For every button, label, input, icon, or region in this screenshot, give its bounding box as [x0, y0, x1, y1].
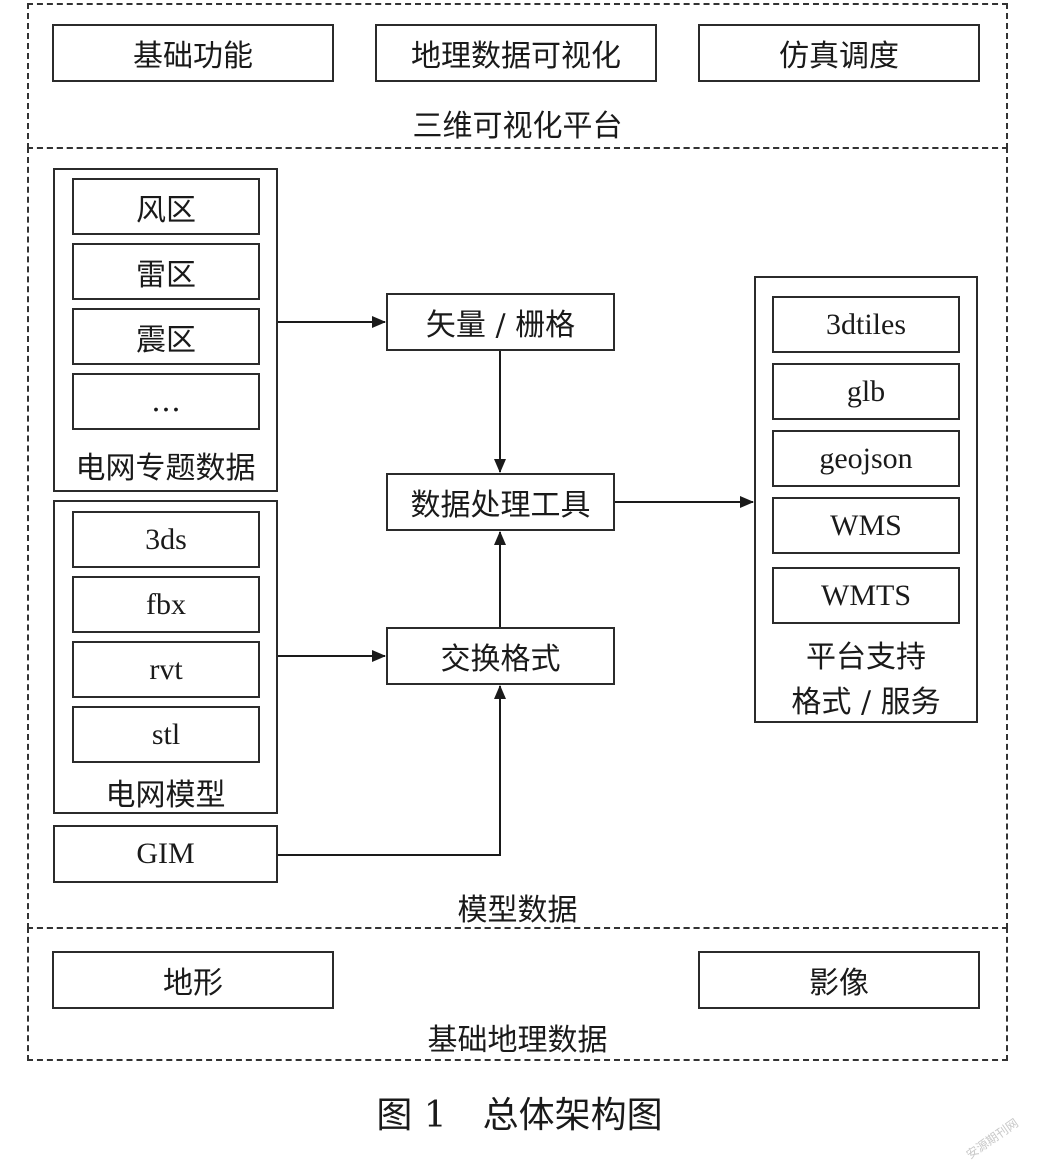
platform-item-simulation-dispatch: 仿真调度 [698, 24, 980, 82]
format-item-wmts: WMTS [772, 567, 960, 624]
grid-model-group [53, 500, 278, 814]
thematic-data-title: 电网专题数据 [75, 451, 256, 486]
platform-item-geo-visualization: 地理数据可视化 [375, 24, 657, 82]
format-item-glb: glb [772, 363, 960, 420]
base-item-imagery: 影像 [698, 951, 980, 1009]
supported-formats-title-line1: 平台支持 [806, 640, 926, 675]
supported-formats-title-line2: 格式 / 服务 [791, 685, 941, 720]
format-item-wms: WMS [772, 497, 960, 554]
data-processing-tool-box: 数据处理工具 [386, 473, 615, 531]
arrow-gim-to-exchange [278, 685, 506, 856]
figure-caption: 图 1 总体架构图 [376, 1095, 663, 1136]
grid-model-item-fbx: fbx [72, 576, 260, 633]
thematic-item-lightning-zone: 雷区 [72, 243, 260, 300]
grid-model-item-3ds: 3ds [72, 511, 260, 568]
thematic-item-wind-zone: 风区 [72, 178, 260, 235]
base-item-terrain: 地形 [52, 951, 334, 1009]
platform-title: 三维可视化平台 [412, 109, 623, 144]
vector-raster-box: 矢量 / 栅格 [386, 293, 615, 351]
exchange-format-box: 交换格式 [386, 627, 615, 685]
format-item-3dtiles: 3dtiles [772, 296, 960, 353]
base-geo-section [27, 927, 1008, 1061]
thematic-item-ellipsis: … [72, 373, 260, 430]
grid-model-item-rvt: rvt [72, 641, 260, 698]
platform-item-basic-functions: 基础功能 [52, 24, 334, 82]
grid-model-title: 电网模型 [105, 778, 226, 813]
grid-model-item-stl: stl [72, 706, 260, 763]
gim-box: GIM [53, 825, 278, 883]
base-geo-title: 基础地理数据 [427, 1023, 608, 1058]
format-item-geojson: geojson [772, 430, 960, 487]
thematic-data-group [53, 168, 278, 492]
supported-formats-group [754, 276, 978, 723]
model-data-title: 模型数据 [457, 893, 578, 928]
thematic-item-earthquake-zone: 震区 [72, 308, 260, 365]
